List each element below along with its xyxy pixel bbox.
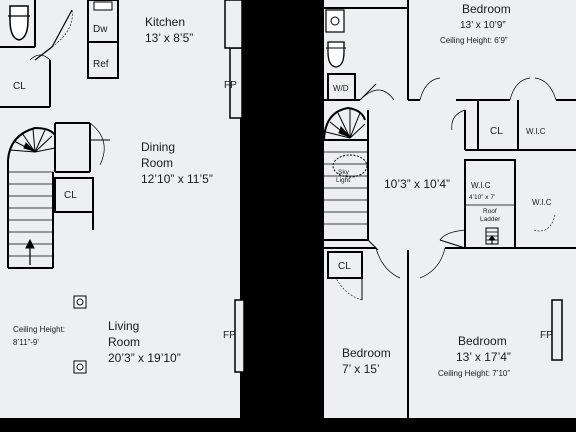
living-name-2: Room (108, 335, 140, 349)
walk-in-closet-label: W.I.C (532, 198, 552, 207)
living-name-1: Living (108, 319, 139, 333)
closet-label: CL (490, 126, 503, 137)
dishwasher-label: Dw (93, 24, 108, 35)
washer-dryer-label: W/D (333, 84, 349, 93)
fireplace-icon (234, 299, 245, 373)
bedroom-top-name: Bedroom (462, 2, 511, 16)
walk-in-closet-small-size: 4’10” x 7’ (469, 194, 496, 201)
dining-size: 12’10” x 11’5” (141, 172, 213, 186)
sink-icon (325, 9, 345, 33)
toilet-icon (9, 5, 29, 41)
living-size: 20’3” x 19’10” (108, 351, 181, 365)
bedroom-big-size: 13’ x 17’4” (456, 350, 511, 364)
roof-ladder-icon (485, 227, 499, 245)
walk-in-closet-small-label: W.I.C (471, 181, 491, 190)
bedroom-small-size: 7’ x 15’ (342, 362, 380, 376)
ceiling-light-icon (73, 295, 87, 309)
bedroom-big-ceiling: Ceiling Height: 7’10” (438, 369, 510, 378)
sink-icon (93, 1, 113, 11)
toilet-icon (327, 41, 345, 68)
spiral-stairs (323, 106, 366, 141)
staircase (324, 110, 369, 241)
ceiling-light-icon (73, 360, 87, 374)
refrigerator-label: Ref (93, 59, 109, 70)
bedroom-big-name: Bedroom (458, 334, 507, 348)
kitchen-name: Kitchen (145, 15, 185, 29)
closet-label: CL (64, 190, 77, 201)
right-floor-panel: Bedroom 13’ x 10’9” Ceiling Height: 6’9”… (316, 0, 576, 432)
skylight-icon (332, 154, 368, 178)
walk-in-closet-label: W.I.C (526, 127, 546, 136)
dining-name-2: Room (141, 156, 173, 170)
roof-ladder-label-1: Roof (483, 208, 497, 215)
spiral-stairs (7, 126, 56, 161)
fireplace-label: FP (224, 80, 237, 91)
fireplace-label: FP (540, 330, 553, 341)
closet-label: CL (338, 261, 351, 272)
left-floor-panel: Kitchen 13’ x 8’5” Dw Ref CL FP Dining R… (0, 0, 248, 432)
fireplace-label: FP (223, 330, 236, 341)
closet-label: CL (13, 81, 26, 92)
fireplace-icon (551, 299, 563, 361)
bedroom-small-name: Bedroom (342, 346, 391, 360)
living-ceiling-value: 8’11”-9’ (13, 338, 39, 347)
living-ceiling-label: Ceiling Height: (13, 325, 65, 334)
bedroom-top-size: 13’ x 10’9” (460, 20, 506, 31)
skylight-label-2: Light (336, 177, 350, 184)
kitchen-size: 13’ x 8’5” (145, 31, 193, 45)
bedroom-top-ceiling: Ceiling Height: 6’9” (440, 36, 508, 45)
skylight-label-1: Sky (338, 169, 350, 176)
staircase (7, 160, 54, 269)
roof-ladder-label-2: Ladder (480, 216, 501, 223)
hall-size: 10’3” x 10’4” (384, 177, 450, 191)
dining-name-1: Dining (141, 140, 175, 154)
